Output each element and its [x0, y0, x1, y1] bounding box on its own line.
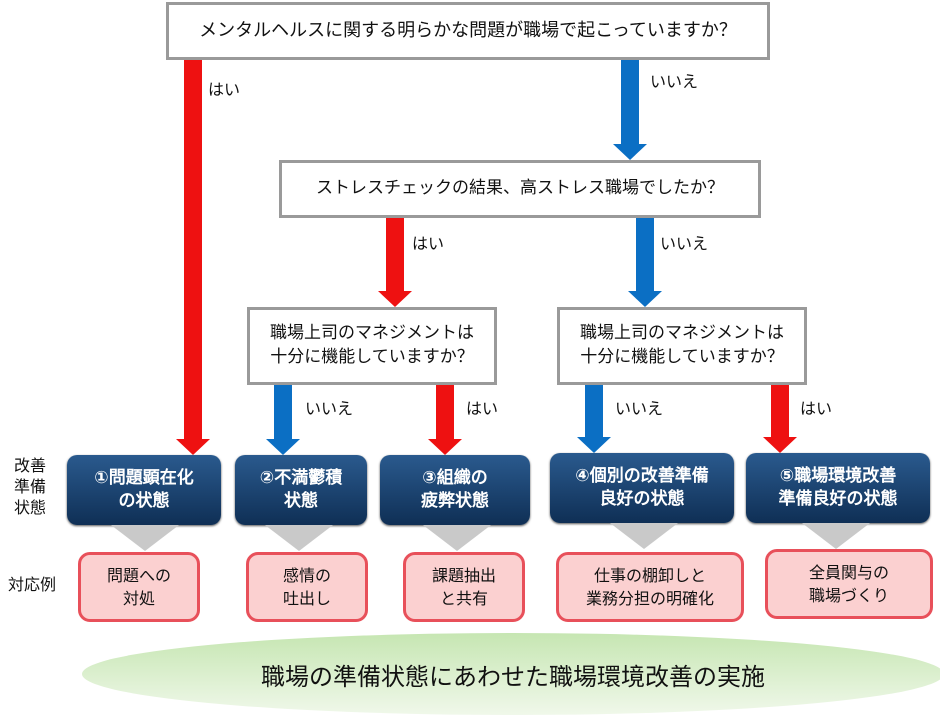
side-label-response: 対応例 — [8, 575, 57, 594]
label-yes-2: はい — [412, 234, 445, 253]
label-yes-4: はい — [800, 399, 833, 418]
connector-triangle — [423, 525, 491, 551]
arrow-no-q2 — [628, 218, 662, 307]
arrow-no-q1 — [613, 60, 647, 160]
arrow-yes-q4 — [763, 385, 797, 453]
connector-triangle — [265, 525, 333, 551]
state-3-exhaustion: ③組織の 疲弊状態 — [380, 455, 530, 525]
response-1: 問題への 対処 — [78, 552, 200, 622]
arrow-no-q4 — [577, 385, 611, 453]
arrow-yes-q1 — [176, 60, 210, 455]
label-no-1: いいえ — [650, 72, 699, 91]
question-management-left: 職場上司のマネジメントは 十分に機能していますか？ — [247, 307, 497, 385]
connector-triangle — [111, 525, 179, 551]
state-5-environment-ready: ⑤職場環境改善 準備良好の状態 — [746, 453, 930, 523]
response-2: 感情の 吐出し — [246, 552, 368, 622]
label-yes-1: はい — [208, 80, 241, 99]
label-no-4: いいえ — [615, 399, 664, 418]
connector-triangle — [610, 523, 678, 549]
label-no-2: いいえ — [660, 234, 709, 253]
response-4: 仕事の棚卸しと 業務分担の明確化 — [556, 552, 744, 622]
response-5: 全員関与の 職場づくり — [765, 549, 933, 619]
arrow-yes-q3 — [428, 385, 462, 455]
state-1-problem-manifest: ①問題顕在化 の状態 — [67, 455, 221, 525]
label-no-3: いいえ — [305, 399, 354, 418]
label-yes-3: はい — [466, 399, 499, 418]
arrow-yes-q2 — [378, 218, 412, 307]
response-3: 課題抽出 と共有 — [403, 552, 525, 622]
side-label-state: 改善 準備 状態 — [14, 456, 47, 517]
connector-triangle — [802, 523, 870, 549]
footer-banner: 職場の準備状態にあわせた職場環境改善の実施 — [82, 633, 940, 715]
state-4-individual-ready: ④個別の改善準備 良好の状態 — [550, 453, 734, 523]
question-high-stress: ストレスチェックの結果、高ストレス職場でしたか？ — [279, 160, 761, 218]
state-2-dissatisfaction: ②不満鬱積 状態 — [235, 455, 367, 525]
question-management-right: 職場上司のマネジメントは 十分に機能していますか？ — [557, 307, 807, 385]
footer-text: 職場の準備状態にあわせた職場環境改善の実施 — [261, 662, 765, 691]
question-mental-health-issue: メンタルヘルスに関する明らかな問題が職場で起こっていますか？ — [166, 2, 770, 60]
arrow-no-q3 — [266, 385, 300, 455]
